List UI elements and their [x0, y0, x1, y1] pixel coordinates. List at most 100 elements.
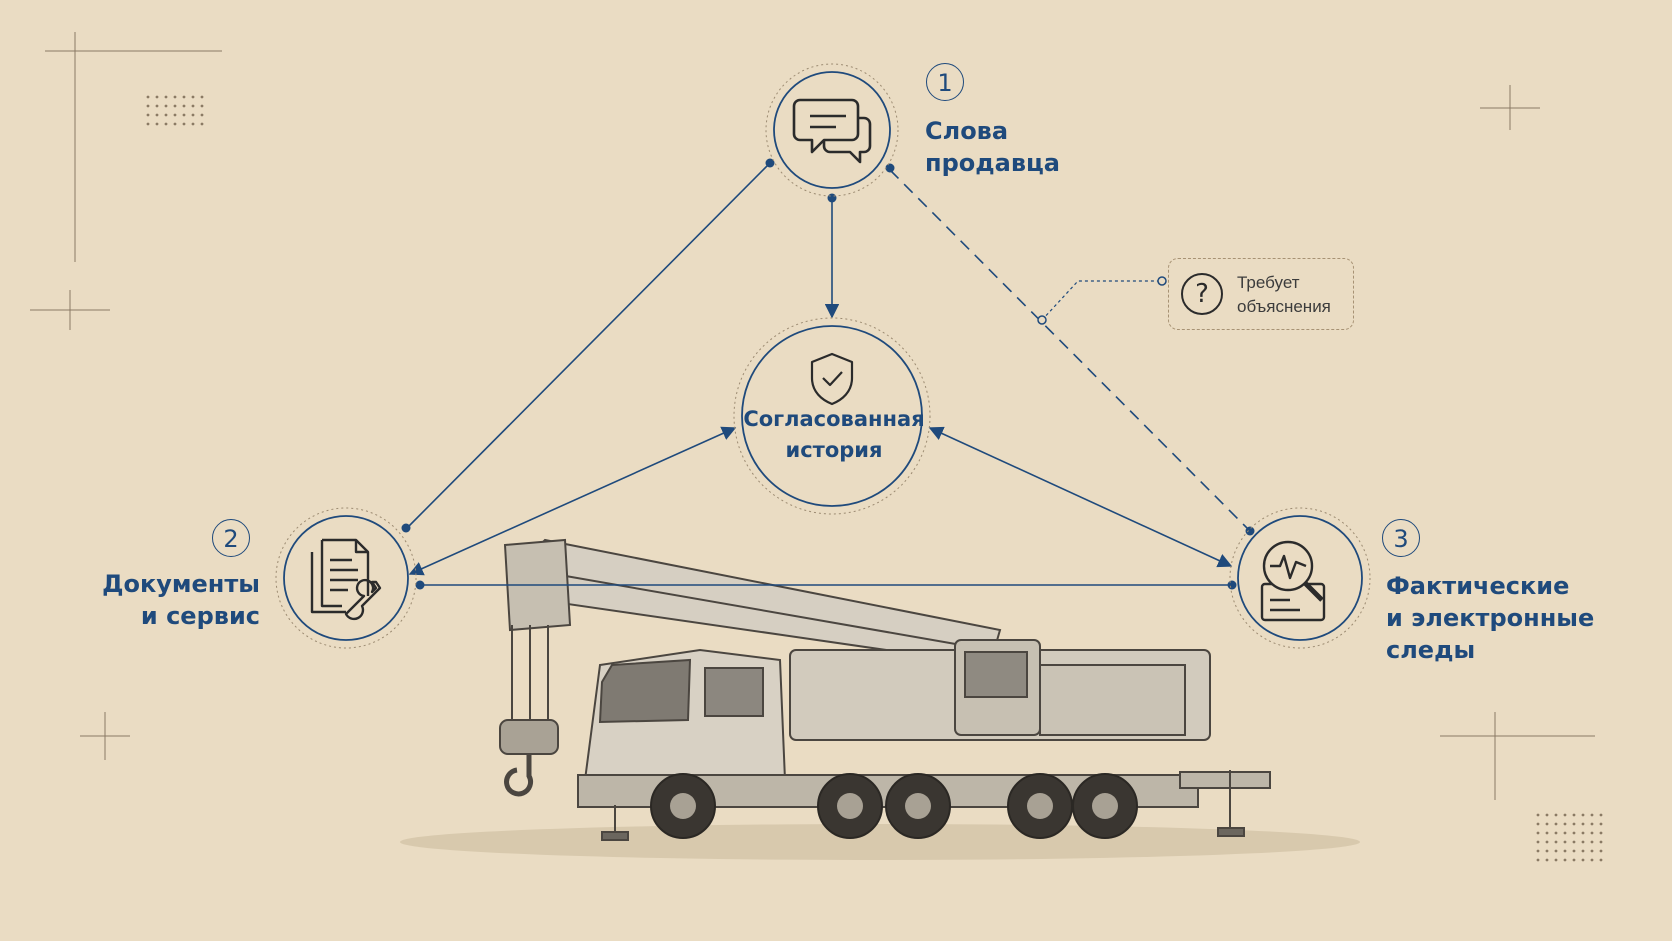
decorative-dot	[191, 113, 195, 117]
connector-seller-to-facts-dashed	[889, 169, 1251, 532]
explanation-note-text: Требует объяснения	[1237, 271, 1349, 319]
decorative-dot	[1590, 858, 1594, 862]
decorative-dot	[173, 104, 177, 108]
decorative-dot	[1563, 813, 1567, 817]
decorative-dot	[1545, 849, 1549, 853]
node-label-facts-line3: следы	[1386, 636, 1476, 664]
center-node-line1: Согласованная	[743, 407, 925, 431]
decorative-dot	[1563, 831, 1567, 835]
decorative-dot	[182, 122, 186, 126]
decorative-dot	[1563, 822, 1567, 826]
decorative-dot	[1590, 813, 1594, 817]
decorative-dot	[191, 122, 195, 126]
decorative-dot	[164, 113, 168, 117]
chat-bubbles-icon	[792, 98, 872, 164]
node-facts	[1229, 507, 1371, 649]
decorative-dot	[1572, 813, 1576, 817]
decorative-dot	[146, 122, 150, 126]
node-label-facts: Фактические и электронные следы	[1386, 570, 1594, 666]
decorative-dot	[146, 113, 150, 117]
decorative-dot	[200, 113, 204, 117]
decorative-dot	[1545, 831, 1549, 835]
node-number-seller: 1	[926, 63, 964, 101]
explanation-note: ? Требует объяснения	[1168, 258, 1354, 330]
center-node-label: Согласованная история	[740, 404, 928, 466]
decorative-dot	[1572, 849, 1576, 853]
decorative-dot	[1554, 822, 1558, 826]
node-seller	[765, 63, 899, 197]
decorative-dot	[1581, 813, 1585, 817]
decorative-dot	[155, 122, 159, 126]
decorative-dot	[1545, 858, 1549, 862]
decorative-dot	[1590, 831, 1594, 835]
decorative-dot	[146, 104, 150, 108]
node-label-documents: Документы и сервис	[92, 568, 260, 632]
decorative-dot	[1599, 822, 1603, 826]
decorative-dot	[191, 104, 195, 108]
decorative-dot	[1563, 858, 1567, 862]
decorative-dot	[1599, 858, 1603, 862]
decorative-dot	[1590, 849, 1594, 853]
decorative-dot	[200, 95, 204, 99]
decorative-dot	[146, 95, 150, 99]
decorative-dot	[1563, 840, 1567, 844]
decorative-dot	[173, 95, 177, 99]
node-label-seller: Слова продавца	[925, 115, 1060, 179]
decorative-dot	[1554, 858, 1558, 862]
node-number-documents: 2	[212, 519, 250, 557]
decorative-dot	[1599, 813, 1603, 817]
node-documents	[275, 507, 417, 649]
decorative-dot-grid	[146, 95, 1603, 862]
node-label-facts-line1: Фактические	[1386, 572, 1570, 600]
question-icon: ?	[1181, 273, 1223, 315]
decorative-dot	[1545, 822, 1549, 826]
decorative-dot	[1599, 849, 1603, 853]
decorative-dot	[1599, 840, 1603, 844]
connector-documents-to-center	[408, 426, 737, 576]
decorative-dot	[1581, 849, 1585, 853]
decorative-dot	[1572, 831, 1576, 835]
node-label-seller-line2: продавца	[925, 149, 1060, 177]
decorative-dot	[1572, 840, 1576, 844]
decorative-dot	[1554, 831, 1558, 835]
decorative-dot	[1581, 840, 1585, 844]
decorative-dot	[1572, 858, 1576, 862]
explanation-note-line2: объяснения	[1237, 297, 1331, 316]
decorative-dot	[1590, 822, 1594, 826]
node-label-documents-line1: Документы	[102, 570, 260, 598]
decorative-dot	[200, 122, 204, 126]
connectors	[407, 162, 1251, 586]
crane-illustration	[400, 538, 1360, 860]
connector-note-leader	[1041, 280, 1162, 321]
decorative-dot	[173, 113, 177, 117]
decorative-dot	[200, 104, 204, 108]
decorative-dot	[1581, 822, 1585, 826]
decorative-dot	[182, 95, 186, 99]
decorative-dot	[1554, 840, 1558, 844]
decorative-dot	[1581, 858, 1585, 862]
decorative-dot	[1545, 813, 1549, 817]
explanation-note-line1: Требует	[1237, 273, 1300, 292]
document-wrench-icon	[310, 538, 382, 621]
decorative-dot	[1581, 831, 1585, 835]
node-center	[733, 317, 931, 515]
decorative-dot	[1536, 831, 1540, 835]
node-number-facts: 3	[1382, 519, 1420, 557]
node-label-seller-line1: Слова	[925, 117, 1009, 145]
node-label-documents-line2: и сервис	[140, 602, 260, 630]
decorative-dot	[1545, 840, 1549, 844]
decorative-dot	[164, 95, 168, 99]
decorative-dot	[1536, 849, 1540, 853]
decorative-dot	[1599, 831, 1603, 835]
decorative-dot	[1536, 858, 1540, 862]
decorative-dot	[1554, 849, 1558, 853]
decorative-dot	[191, 95, 195, 99]
connector-seller-to-documents	[407, 162, 771, 528]
center-node-line2: история	[785, 438, 883, 462]
decorative-dot	[164, 122, 168, 126]
decorative-dot	[155, 95, 159, 99]
magnifier-pulse-icon	[1260, 540, 1326, 622]
decorative-dot	[1536, 813, 1540, 817]
